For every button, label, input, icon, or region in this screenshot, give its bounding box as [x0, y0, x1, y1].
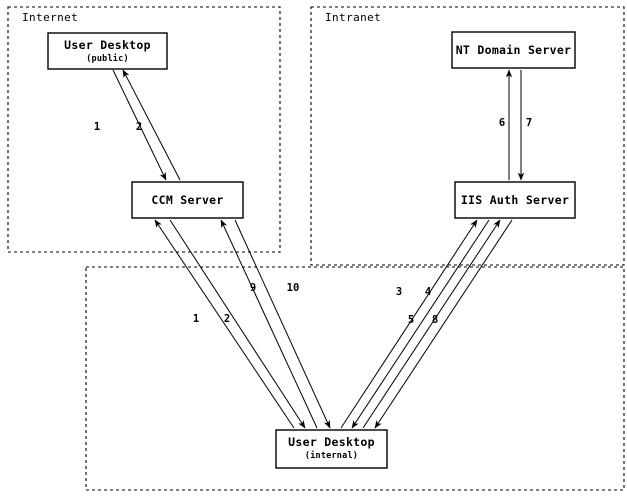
zone-label-intranet: Intranet: [325, 11, 381, 24]
flow-arrow-1-user-desktop-public-to-ccm-server: [112, 69, 167, 181]
zone-boundary-intranet: [310, 6, 625, 266]
flow-arrow-10-ccm-server-to-user-desktop-internal: [234, 219, 331, 429]
step-number-labels: 1 2 1 2 3 4 5 8 6 7 9 10: [94, 117, 532, 326]
flow-arrow-9-user-desktop-internal-to-ccm-server: [220, 219, 318, 429]
node-title-ccm-server: CCM Server: [151, 193, 223, 207]
step-label-8-iis-auth-server-to-user-desktop-internal: 8: [432, 314, 438, 326]
step-label-1-user-desktop-public-to-ccm-server: 1: [94, 121, 100, 133]
step-label-1-user-desktop-internal-to-ccm-server: 1: [193, 313, 199, 325]
node-title-user-desktop-internal: User Desktop: [288, 435, 375, 449]
step-label-9-user-desktop-internal-to-ccm-server: 9: [250, 282, 256, 294]
node-box-iis-auth-server: [454, 181, 576, 219]
step-label-3-user-desktop-internal-to-iis-auth-server: 3: [396, 286, 402, 298]
node-box-ccm-server: [131, 181, 244, 219]
node-iis-auth-server: IIS Auth Server: [454, 181, 576, 219]
node-subtitle-user-desktop-public: (public): [86, 53, 129, 64]
zone-label-internet: Internet: [22, 11, 78, 24]
node-user-desktop-internal: User Desktop(internal): [275, 429, 388, 469]
node-subtitle-user-desktop-internal: (internal): [305, 450, 358, 461]
flow-arrow-2-ccm-server-to-user-desktop-internal: [169, 219, 306, 429]
node-title-iis-auth-server: IIS Auth Server: [461, 193, 569, 207]
flow-arrow-1-user-desktop-internal-to-ccm-server: [154, 219, 295, 429]
zone-boundaries: Internet Intranet: [7, 6, 625, 491]
node-ccm-server: CCM Server: [131, 181, 244, 219]
node-box-user-desktop-public: [47, 32, 168, 70]
step-label-4-iis-auth-server-to-user-desktop-internal: 4: [425, 286, 431, 298]
node-title-user-desktop-public: User Desktop: [64, 38, 151, 52]
flow-arrow-3-user-desktop-internal-to-iis-auth-server: [340, 219, 478, 429]
node-nt-domain-server: NT Domain Server: [451, 31, 576, 69]
step-label-5-user-desktop-internal-to-iis-auth-server: 5: [408, 314, 414, 326]
step-label-6-iis-auth-server-to-nt-domain-server: 6: [499, 117, 505, 129]
node-box-user-desktop-internal: [275, 429, 388, 469]
flow-arrow-4-iis-auth-server-to-user-desktop-internal: [351, 219, 490, 429]
zone-boundary-internal-lan: [85, 266, 625, 491]
flow-arrow-2-ccm-server-to-user-desktop-public: [122, 69, 181, 181]
node-title-nt-domain-server: NT Domain Server: [456, 43, 572, 57]
flow-arrows: [112, 69, 525, 429]
flow-arrow-5-user-desktop-internal-to-iis-auth-server: [362, 219, 501, 429]
step-label-7-nt-domain-server-to-iis-auth-server: 7: [526, 117, 532, 129]
node-user-desktop-public: User Desktop(public): [47, 32, 168, 70]
step-label-10-ccm-server-to-user-desktop-internal: 10: [287, 282, 300, 294]
step-label-2-ccm-server-to-user-desktop-internal: 2: [224, 313, 230, 325]
step-label-2-ccm-server-to-user-desktop-public: 2: [136, 121, 142, 133]
node-box-nt-domain-server: [451, 31, 576, 69]
flow-arrow-8-iis-auth-server-to-user-desktop-internal: [374, 219, 513, 429]
